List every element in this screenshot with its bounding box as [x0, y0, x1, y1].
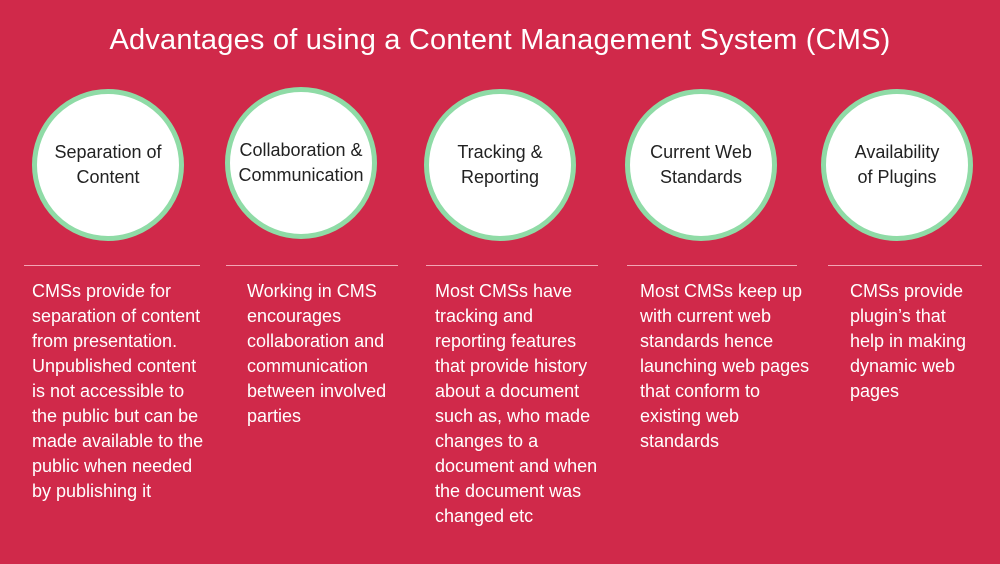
circle-heading: Current Web Standards: [650, 142, 752, 187]
description-current-web-standards: Most CMSs keep up with current web stand…: [640, 281, 810, 451]
description-separation-of-content: CMSs provide for separation of content f…: [32, 281, 204, 501]
circle-heading: Collaboration & Communication: [238, 140, 364, 185]
description-availability-of-plugins: CMSs provide plugin’s that help in makin…: [850, 281, 967, 401]
description-collaboration-communication: Working in CMS encourages collaboration …: [247, 281, 387, 426]
circle-heading: Separation of Content: [54, 142, 162, 187]
circle-heading: Availability of Plugins: [854, 142, 940, 187]
circle-heading: Tracking & Reporting: [457, 142, 543, 187]
circle-separation-of-content: Separation of Content: [32, 89, 184, 241]
divider-line: [226, 265, 398, 266]
circle-tracking-reporting: Tracking & Reporting: [424, 89, 576, 241]
circle-collaboration-communication: Collaboration & Communication: [225, 87, 377, 239]
description-tracking-reporting: Most CMSs have tracking and reporting fe…: [435, 281, 598, 526]
page-title: Advantages of using a Content Management…: [109, 24, 891, 56]
divider-line: [426, 265, 598, 266]
circle-availability-of-plugins: Availability of Plugins: [821, 89, 973, 241]
divider-line: [627, 265, 797, 266]
circle-current-web-standards: Current Web Standards: [625, 89, 777, 241]
divider-line: [828, 265, 982, 266]
divider-line: [24, 265, 200, 266]
